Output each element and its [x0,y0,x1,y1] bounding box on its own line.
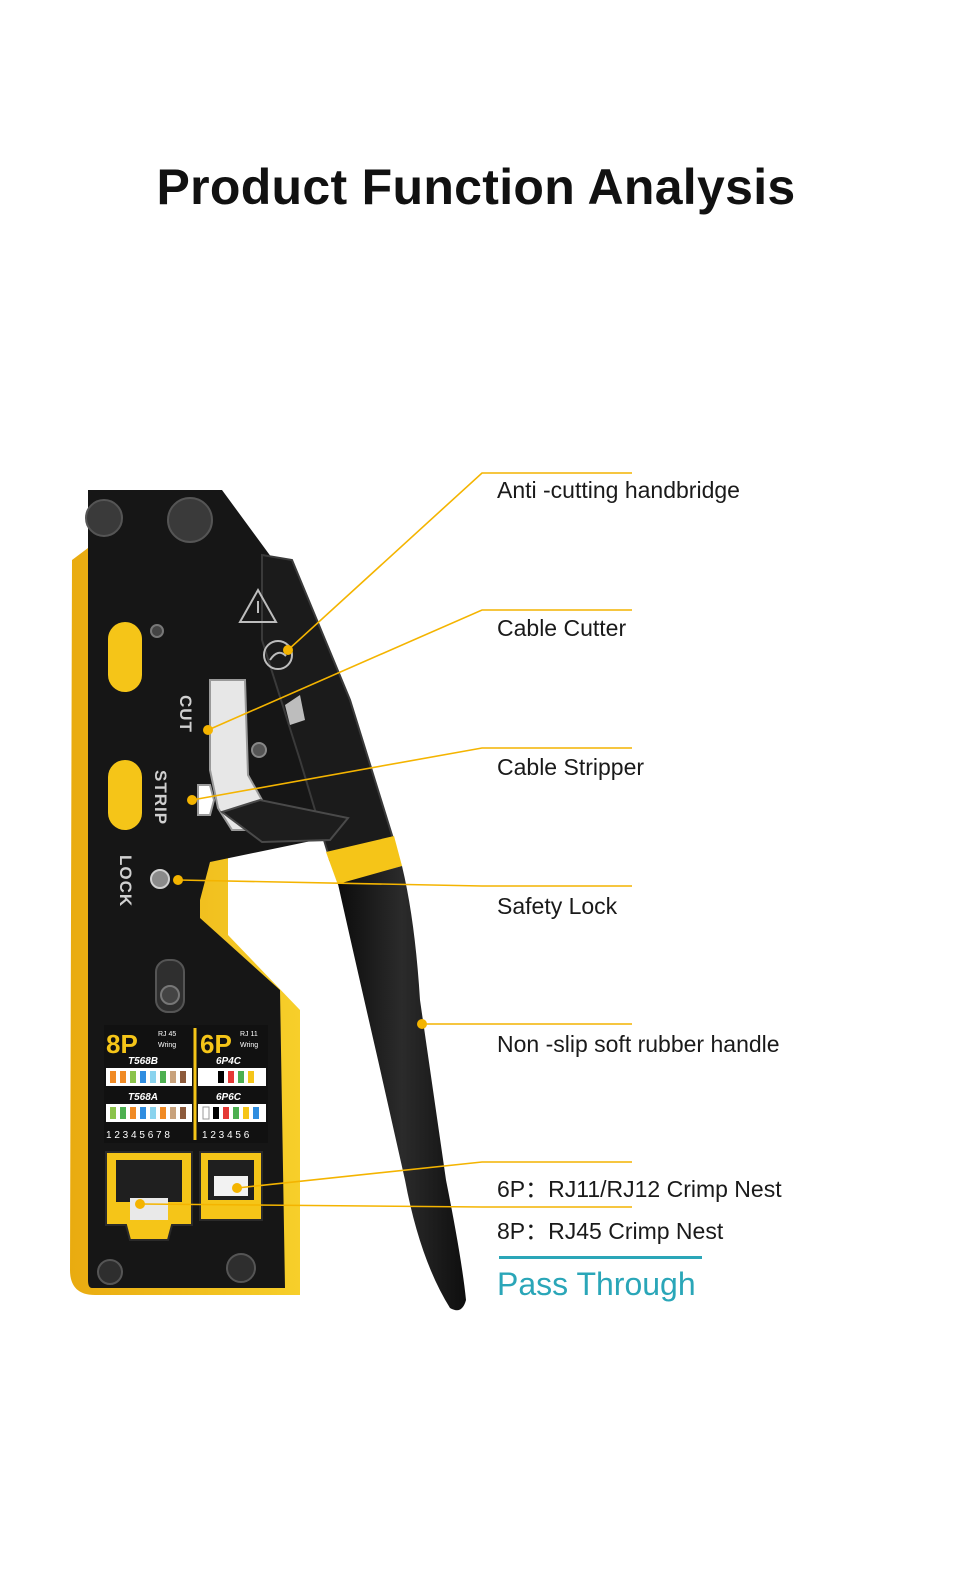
cut-label: CUT [176,695,195,733]
emblem-icon [285,695,305,725]
rubber-handle [338,866,466,1311]
label-wiring-6p: Wring [240,1042,258,1049]
rivet [167,497,213,543]
rivet [150,624,164,638]
rivet [85,499,123,537]
warning-icon [238,587,278,623]
lock-label: LOCK [116,855,135,907]
safety-lock-button [150,869,170,889]
callout-cable-stripper: Cable Stripper [497,754,645,780]
callout-6p-crimp-nest: 6P：RJ11/RJ12 Crimp Nest [497,1176,782,1202]
page-title: Product Function Analysis [156,159,796,215]
pass-through-divider [499,1256,702,1259]
label-6p: 6P [200,1029,232,1059]
label-rj11: RJ 11 [240,1031,258,1038]
pin-numbers-6p: 1 2 3 4 5 6 [202,1130,250,1141]
handle-collar [326,836,402,885]
callout-rubber-handle: Non -slip soft rubber handle [497,1031,780,1057]
cutter-jaw [219,798,350,844]
strip-label: STRIP [151,770,170,825]
label-8p: 8P [106,1029,138,1059]
6p6c-wire-colors [202,1106,259,1120]
yellow-slot [108,622,142,692]
label-t568b: T568B [128,1056,158,1067]
t568b-wire-colors [110,1071,186,1083]
callout-dots [135,645,427,1209]
rivet [97,1259,123,1285]
callout-cable-cutter: Cable Cutter [497,615,627,641]
label-6p4c: 6P4C [216,1056,242,1067]
label-rj45: RJ 45 [158,1031,176,1038]
callout-lines [139,472,632,1208]
label-t568a: T568A [128,1092,158,1103]
stripper-notch [197,784,216,816]
rivet [226,1253,256,1283]
hand-safety-icon [263,640,293,670]
callout-8p-crimp-nest: 8P：RJ45 Crimp Nest [497,1218,724,1244]
t568a-wire-colors [110,1107,186,1119]
pass-through-label: Pass Through [497,1266,696,1302]
callout-safety-lock: Safety Lock [497,893,618,919]
pin-numbers-8p: 1 2 3 4 5 6 7 8 [106,1130,170,1141]
callout-anti-cutting-handbridge: Anti -cutting handbridge [497,477,740,503]
yellow-slot [108,760,142,830]
6p4c-wire-colors [218,1071,254,1083]
label-6p6c: 6P6C [216,1092,242,1103]
label-wiring-8p: Wring [158,1042,176,1049]
